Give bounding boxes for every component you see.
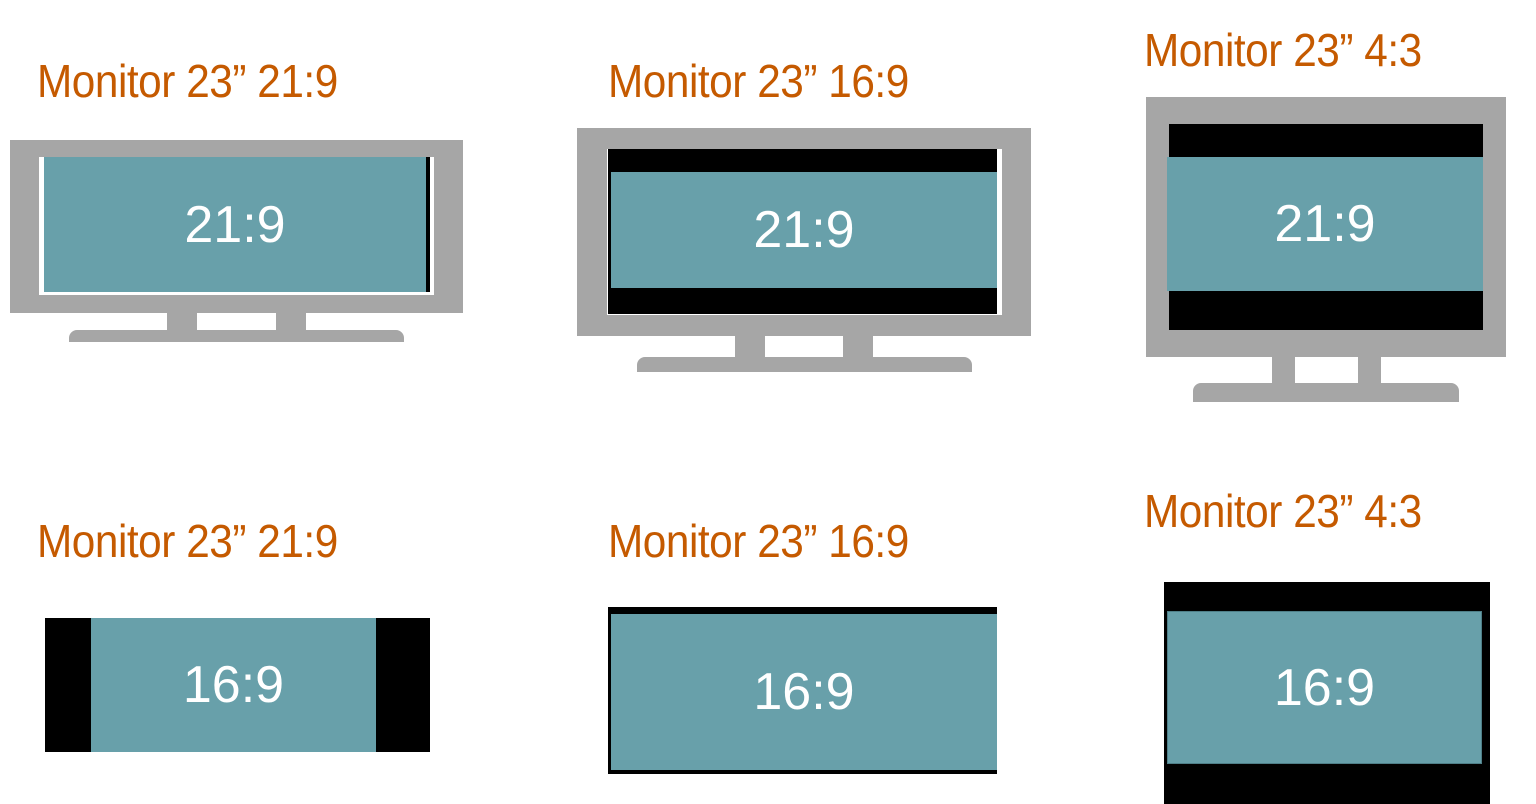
- content-ratio-label: 16:9: [753, 663, 855, 721]
- monitor-neck-right: [843, 336, 873, 358]
- monitor-base: [1193, 383, 1459, 402]
- monitor-base: [69, 330, 404, 342]
- content-frame: 16:9: [1167, 611, 1482, 764]
- content-ratio-label: 21:9: [753, 201, 855, 259]
- monitor-neck-left: [1272, 357, 1295, 384]
- panel-title: Monitor 23” 16:9: [608, 55, 909, 107]
- monitor-neck-left: [167, 313, 197, 331]
- content-frame: 21:9: [1167, 157, 1483, 291]
- monitor-base: [637, 357, 972, 372]
- monitor-neck-right: [276, 313, 306, 331]
- content-frame: 16:9: [91, 618, 376, 752]
- panel-title: Monitor 23” 21:9: [37, 515, 338, 567]
- content-ratio-label: 16:9: [1273, 658, 1376, 717]
- content-frame: 21:9: [44, 157, 426, 292]
- content-frame: 21:9: [611, 172, 997, 288]
- monitor-neck-left: [735, 336, 765, 358]
- panel-title: Monitor 23” 4:3: [1144, 24, 1422, 76]
- content-frame: 16:9: [611, 614, 997, 770]
- monitor-neck-right: [1358, 357, 1381, 384]
- content-ratio-label: 21:9: [1274, 195, 1376, 253]
- content-ratio-label: 16:9: [182, 656, 285, 714]
- panel-title: Monitor 23” 21:9: [37, 55, 338, 107]
- content-ratio-label: 21:9: [184, 195, 286, 254]
- panel-title: Monitor 23” 4:3: [1144, 485, 1422, 537]
- panel-title: Monitor 23” 16:9: [608, 515, 909, 567]
- letterbox-bar-right: [426, 157, 430, 292]
